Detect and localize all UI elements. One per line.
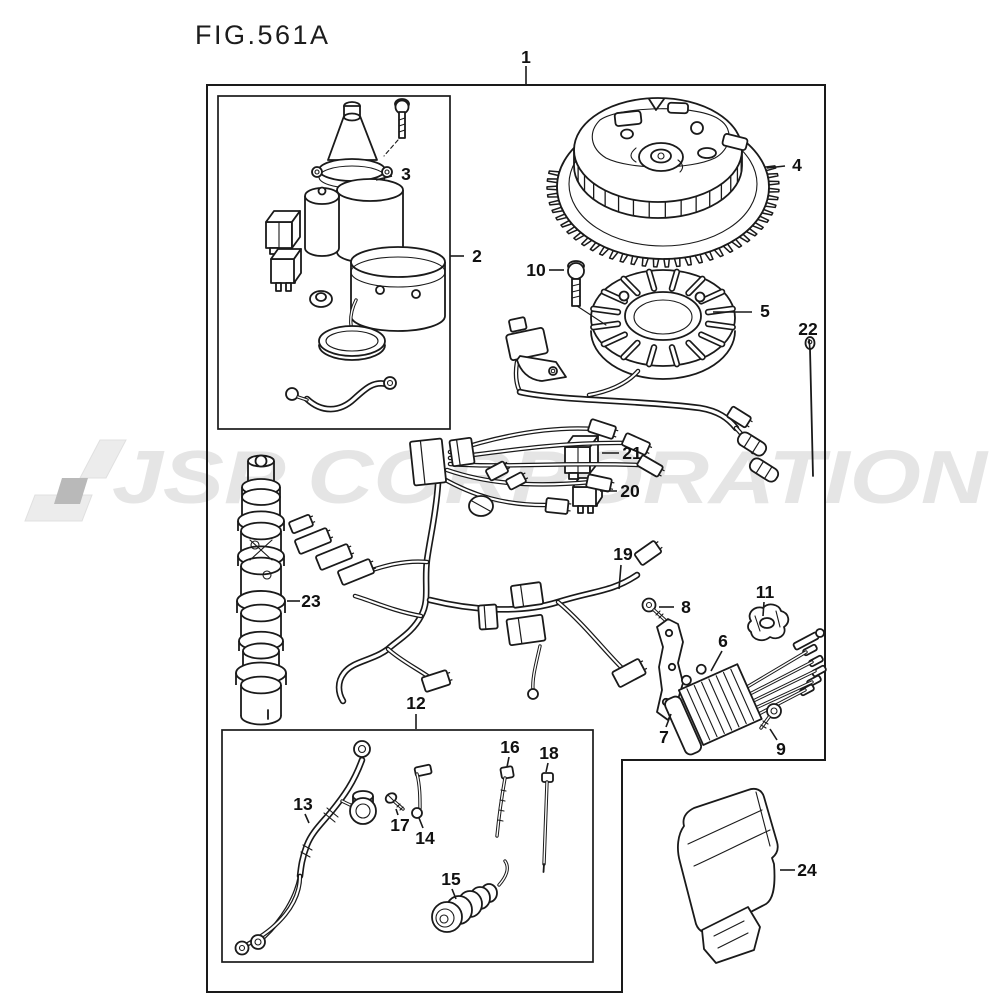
rectifier-illustration: [664, 628, 825, 756]
flywheel-illustration: [546, 97, 780, 268]
cdi-unit-illustration: [677, 787, 779, 964]
callout-7: 7: [659, 713, 672, 747]
svg-text:17: 17: [390, 815, 409, 835]
callout-24: 24: [780, 860, 817, 880]
svg-text:15: 15: [441, 869, 461, 889]
svg-text:18: 18: [539, 743, 559, 763]
callout-1: 1: [521, 47, 531, 85]
svg-text:12: 12: [406, 693, 426, 713]
svg-text:16: 16: [500, 737, 520, 757]
svg-text:1: 1: [521, 47, 531, 67]
stator-illustration: [505, 268, 756, 455]
svg-text:7: 7: [659, 727, 669, 747]
cable-tie-18-illustration: [541, 772, 554, 873]
callout-13: 13: [293, 794, 313, 824]
figure-title: FIG.561A: [195, 20, 331, 50]
watermark: JSP CORPORATION: [24, 435, 989, 522]
svg-text:14: 14: [415, 828, 435, 848]
callout-14: 14: [415, 817, 435, 848]
callout-5: 5: [713, 301, 770, 321]
svg-text:13: 13: [293, 794, 313, 814]
ignition-coil-stack-illustration: [235, 454, 287, 726]
callout-10: 10: [526, 260, 564, 280]
callout-18: 18: [539, 743, 559, 773]
clamp-11-illustration: [747, 603, 790, 642]
wire-harness-illustration: [288, 405, 827, 705]
callout-23: 23: [287, 591, 321, 611]
callout-3: 3: [375, 164, 411, 184]
callout-22: 22: [798, 319, 818, 351]
starter-motor-kit-box: [217, 95, 451, 430]
callout-17: 17: [390, 808, 410, 835]
bolt-9-illustration: [759, 703, 782, 730]
cable-tie-16-illustration: [495, 765, 515, 838]
callout-8: 8: [659, 597, 691, 617]
callout-19: 19: [613, 544, 633, 590]
svg-text:5: 5: [760, 301, 770, 321]
svg-text:4: 4: [792, 155, 802, 175]
svg-text:3: 3: [401, 164, 411, 184]
svg-text:22: 22: [798, 319, 818, 339]
svg-text:10: 10: [526, 260, 546, 280]
svg-text:8: 8: [681, 597, 691, 617]
bracket-7-illustration: [656, 618, 684, 721]
callout-20: 20: [600, 481, 640, 501]
cable-kit-box: [221, 729, 594, 963]
bolt-10-illustration: [567, 260, 607, 326]
callout-12: 12: [406, 693, 426, 729]
screw-17-illustration: [384, 792, 405, 811]
svg-text:24: 24: [797, 860, 817, 880]
bracket-14-illustration: [411, 763, 433, 819]
bolt-8-illustration: [641, 597, 667, 622]
callout-4: 4: [766, 155, 802, 175]
jsp-logo-icon: [24, 439, 127, 522]
svg-text:2: 2: [472, 246, 482, 266]
callout-2: 2: [450, 246, 482, 266]
fuse-holder-15-illustration: [431, 859, 509, 933]
svg-text:9: 9: [776, 739, 786, 759]
callout-16: 16: [500, 737, 520, 768]
battery-cable-illustration: [234, 740, 377, 956]
svg-text:6: 6: [718, 631, 728, 651]
svg-text:23: 23: [301, 591, 321, 611]
svg-text:20: 20: [620, 481, 640, 501]
svg-text:19: 19: [613, 544, 633, 564]
callout-15: 15: [441, 869, 461, 900]
starter-motor-illustration: [265, 98, 446, 413]
main-assembly-outline: [206, 84, 826, 993]
callout-11: 11: [756, 582, 775, 617]
callout-21: 21: [602, 443, 642, 463]
svg-text:11: 11: [756, 582, 775, 602]
callout-6: 6: [710, 631, 728, 672]
svg-text:21: 21: [622, 443, 642, 463]
callout-9: 9: [769, 728, 786, 759]
